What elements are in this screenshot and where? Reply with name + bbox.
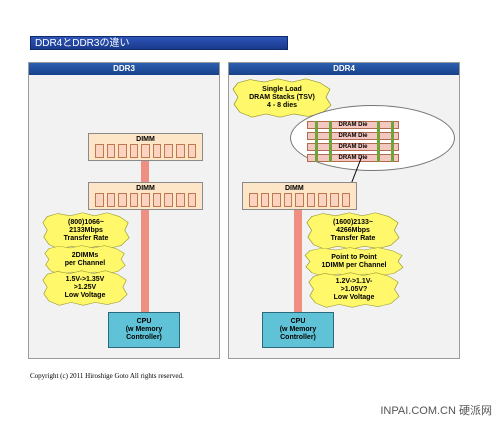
dram-die-3: DRAM Die xyxy=(307,143,399,151)
ddr3-bus-line xyxy=(141,150,149,315)
ddr4-transfer-rate-burst: (1600)2133~ 4266Mbps Transfer Rate xyxy=(306,212,400,250)
ddr4-channel-line-2: 1DIMM per Channel xyxy=(321,262,387,269)
dram-die-stack: DRAM Die DRAM Die DRAM Die DRAM Die xyxy=(307,121,399,162)
ddr4-cpu-line-2: (w Memory xyxy=(279,326,317,333)
ddr4-dimm-label: DIMM xyxy=(285,185,304,192)
ddr3-dimm-bottom-label: DIMM xyxy=(136,185,155,192)
ddr4-bus-line xyxy=(294,210,302,315)
ddr4-voltage-line-3: Low Voltage xyxy=(333,294,375,301)
ddr3-rate-line-3: Transfer Rate xyxy=(63,235,109,242)
ddr4-voltage-burst: 1.2V->1.1V- >1.05V? Low Voltage xyxy=(308,272,400,308)
dram-die-4: DRAM Die xyxy=(307,154,399,162)
ddr3-dimm-bottom-chips xyxy=(95,193,197,207)
ddr3-dimm-top: DIMM xyxy=(88,133,203,161)
ddr3-voltage-line-2: >1.25V xyxy=(73,284,97,291)
ddr4-stack-burst: Single Load DRAM Stacks (TSV) 4 - 8 dies xyxy=(232,78,332,118)
dram-die-2: DRAM Die xyxy=(307,132,399,140)
ddr4-voltage-line-2: >1.05V? xyxy=(340,286,368,293)
ddr3-voltage-line-1: 1.5V->1.35V xyxy=(65,276,105,283)
ddr3-cpu-line-3: Controller) xyxy=(126,334,162,341)
ddr3-rate-line-2: 2133Mbps xyxy=(69,227,103,234)
ddr4-cpu-box: CPU (w Memory Controller) xyxy=(262,312,334,348)
ddr4-voltage-line-1: 1.2V->1.1V- xyxy=(335,278,373,285)
ddr3-voltage-burst: 1.5V->1.35V >1.25V Low Voltage xyxy=(42,270,128,306)
copyright-text: Copyright (c) 2011 Hiroshige Goto All ri… xyxy=(30,372,184,380)
tsv-via xyxy=(329,121,332,162)
ddr3-channel-burst: 2DIMMs per Channel xyxy=(44,245,126,275)
ddr4-cpu-line-1: CPU xyxy=(290,318,306,325)
ddr3-dimm-bottom: DIMM xyxy=(88,182,203,210)
ddr4-stack-line-1: Single Load xyxy=(262,86,302,93)
ddr4-stack-line-2: DRAM Stacks (TSV) xyxy=(249,94,315,101)
ddr4-header: DDR4 xyxy=(229,63,459,75)
ddr3-channel-line-2: per Channel xyxy=(64,260,106,267)
ddr4-rate-line-1: (1600)2133~ xyxy=(333,219,373,226)
ddr3-dimm-top-label: DIMM xyxy=(136,136,155,143)
ddr3-channel-line-1: 2DIMMs xyxy=(71,252,99,259)
tsv-via xyxy=(377,121,380,162)
ddr3-cpu-box: CPU (w Memory Controller) xyxy=(108,312,180,348)
ddr4-channel-line-1: Point to Point xyxy=(331,254,377,261)
tsv-via xyxy=(391,121,394,162)
ddr4-rate-line-3: Transfer Rate xyxy=(330,235,376,242)
ddr3-rate-line-1: (800)1066~ xyxy=(67,219,104,226)
ddr3-cpu-line-2: (w Memory xyxy=(125,326,163,333)
ddr4-dimm-chips xyxy=(249,193,351,207)
ddr3-cpu-line-1: CPU xyxy=(136,318,152,325)
ddr3-dimm-top-chips xyxy=(95,144,197,158)
watermark-text: INPAI.COM.CN 硬派网 xyxy=(380,405,492,417)
dram-die-1: DRAM Die xyxy=(307,121,399,129)
ddr4-rate-line-2: 4266Mbps xyxy=(336,227,370,234)
ddr4-cpu-line-3: Controller) xyxy=(280,334,316,341)
page-title: DDR4とDDR3の違い xyxy=(30,36,288,50)
ddr4-channel-burst: Point to Point 1DIMM per Channel xyxy=(304,247,404,277)
ddr3-voltage-line-3: Low Voltage xyxy=(64,292,106,299)
ddr3-header: DDR3 xyxy=(29,63,219,75)
tsv-via xyxy=(315,121,318,162)
ddr4-stack-line-3: 4 - 8 dies xyxy=(267,102,297,109)
ddr3-panel: DDR3 xyxy=(28,62,220,359)
ddr4-dimm: DIMM xyxy=(242,182,357,210)
ddr3-transfer-rate-burst: (800)1066~ 2133Mbps Transfer Rate xyxy=(42,212,130,250)
